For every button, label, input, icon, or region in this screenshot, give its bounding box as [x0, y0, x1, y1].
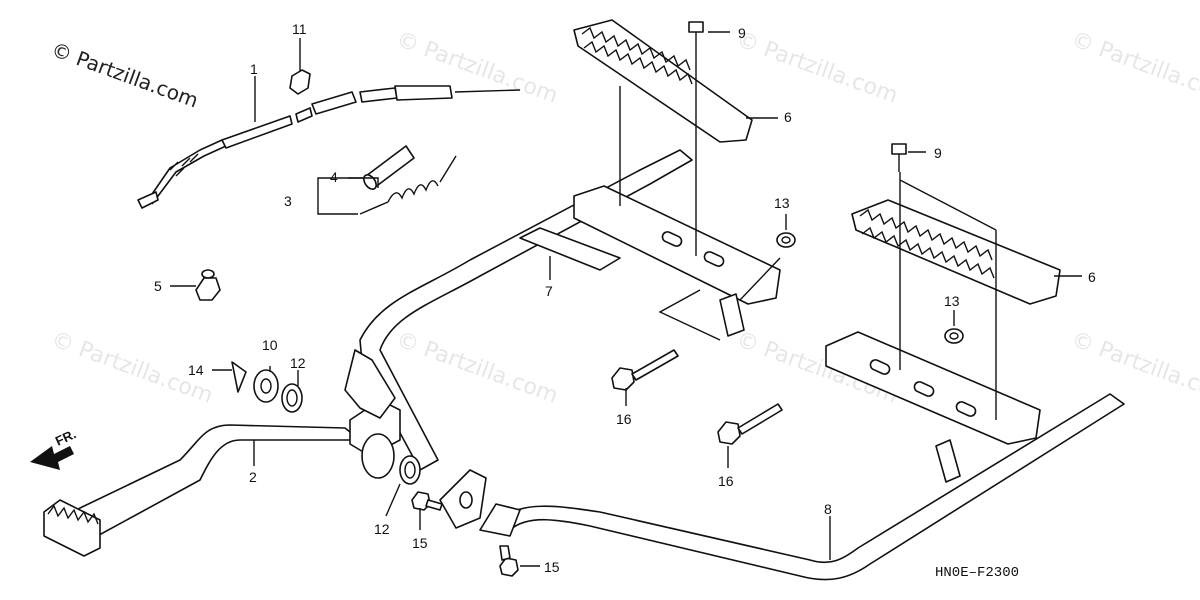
- return-spring-part[interactable]: [359, 155, 457, 215]
- callout-8[interactable]: 8: [824, 501, 832, 517]
- callout-12-upper[interactable]: 12: [290, 355, 306, 371]
- arrow-icon: [30, 446, 74, 470]
- callout-1[interactable]: 1: [250, 61, 258, 77]
- diagram-code: HN0E–F2300: [935, 565, 1019, 581]
- watermark: © Partzilla.com: [48, 37, 201, 112]
- flange-nut-lower-part[interactable]: [944, 328, 964, 344]
- callout-6-lower[interactable]: 6: [1088, 269, 1096, 285]
- footrest-bolt-lower-part[interactable]: [891, 143, 907, 172]
- callout-9-upper[interactable]: 9: [738, 25, 746, 41]
- callout-5[interactable]: 5: [154, 278, 162, 294]
- callout-13-lower[interactable]: 13: [944, 293, 960, 309]
- watermark: © Partzilla.com: [733, 27, 901, 109]
- callout-13-upper[interactable]: 13: [774, 195, 790, 211]
- callout-16-upper[interactable]: 16: [616, 411, 632, 427]
- callout-3[interactable]: 3: [284, 193, 292, 209]
- footrest-bracket-lower-part[interactable]: [825, 331, 1041, 483]
- callout-2[interactable]: 2: [249, 469, 257, 485]
- callout-12-lower[interactable]: 12: [374, 521, 390, 537]
- footrest-bracket-upper-part[interactable]: [519, 185, 781, 337]
- watermark: © Partzilla.com: [1068, 327, 1200, 409]
- flange-nut-part[interactable]: [195, 269, 221, 301]
- long-bolt-lower-part[interactable]: [717, 403, 783, 445]
- callout-10[interactable]: 10: [262, 337, 278, 353]
- cotter-pin-part[interactable]: [231, 361, 247, 393]
- pivot-plate-part[interactable]: [439, 469, 521, 537]
- dust-seal-lower-part[interactable]: [399, 455, 421, 485]
- callout-labels: 1 2 3 4 5 6 6 7 8 9 9 10 11 12 12 13 13 …: [154, 21, 1096, 575]
- flange-bolt-lower-part[interactable]: [499, 545, 519, 577]
- callout-7[interactable]: 7: [545, 283, 553, 299]
- footrest-frame-part[interactable]: [359, 149, 1125, 581]
- footrest-rubber-lower-part[interactable]: [851, 199, 1061, 305]
- callout-9-lower[interactable]: 9: [934, 145, 942, 161]
- flange-bolt-upper-part[interactable]: [411, 491, 443, 511]
- brake-cable-part[interactable]: [137, 85, 521, 209]
- front-direction-indicator: FR.: [30, 426, 78, 470]
- callout-15-lower[interactable]: 15: [544, 559, 560, 575]
- leader-lines: [170, 31, 1082, 567]
- watermark: © Partzilla.com: [1068, 27, 1200, 109]
- brake-pedal-part[interactable]: [43, 349, 401, 557]
- footrest-rubber-upper-part[interactable]: [573, 19, 753, 143]
- callout-4[interactable]: 4: [330, 169, 338, 185]
- callout-15-upper[interactable]: 15: [412, 535, 428, 551]
- footrest-bolt-upper-part[interactable]: [688, 21, 704, 52]
- spring-sleeve-part[interactable]: [361, 145, 415, 191]
- long-bolt-upper-part[interactable]: [611, 349, 679, 391]
- front-direction-label: FR.: [53, 426, 78, 448]
- washer-part[interactable]: [253, 369, 279, 403]
- watermark: © Partzilla.com: [393, 327, 561, 409]
- cable-clip-part[interactable]: [289, 69, 311, 95]
- dust-seal-upper-part[interactable]: [281, 383, 303, 413]
- callout-14[interactable]: 14: [188, 362, 204, 378]
- callout-16-lower[interactable]: 16: [718, 473, 734, 489]
- callout-11[interactable]: 11: [292, 21, 307, 37]
- callout-6-upper[interactable]: 6: [784, 109, 792, 125]
- flange-nut-upper-part[interactable]: [776, 232, 796, 248]
